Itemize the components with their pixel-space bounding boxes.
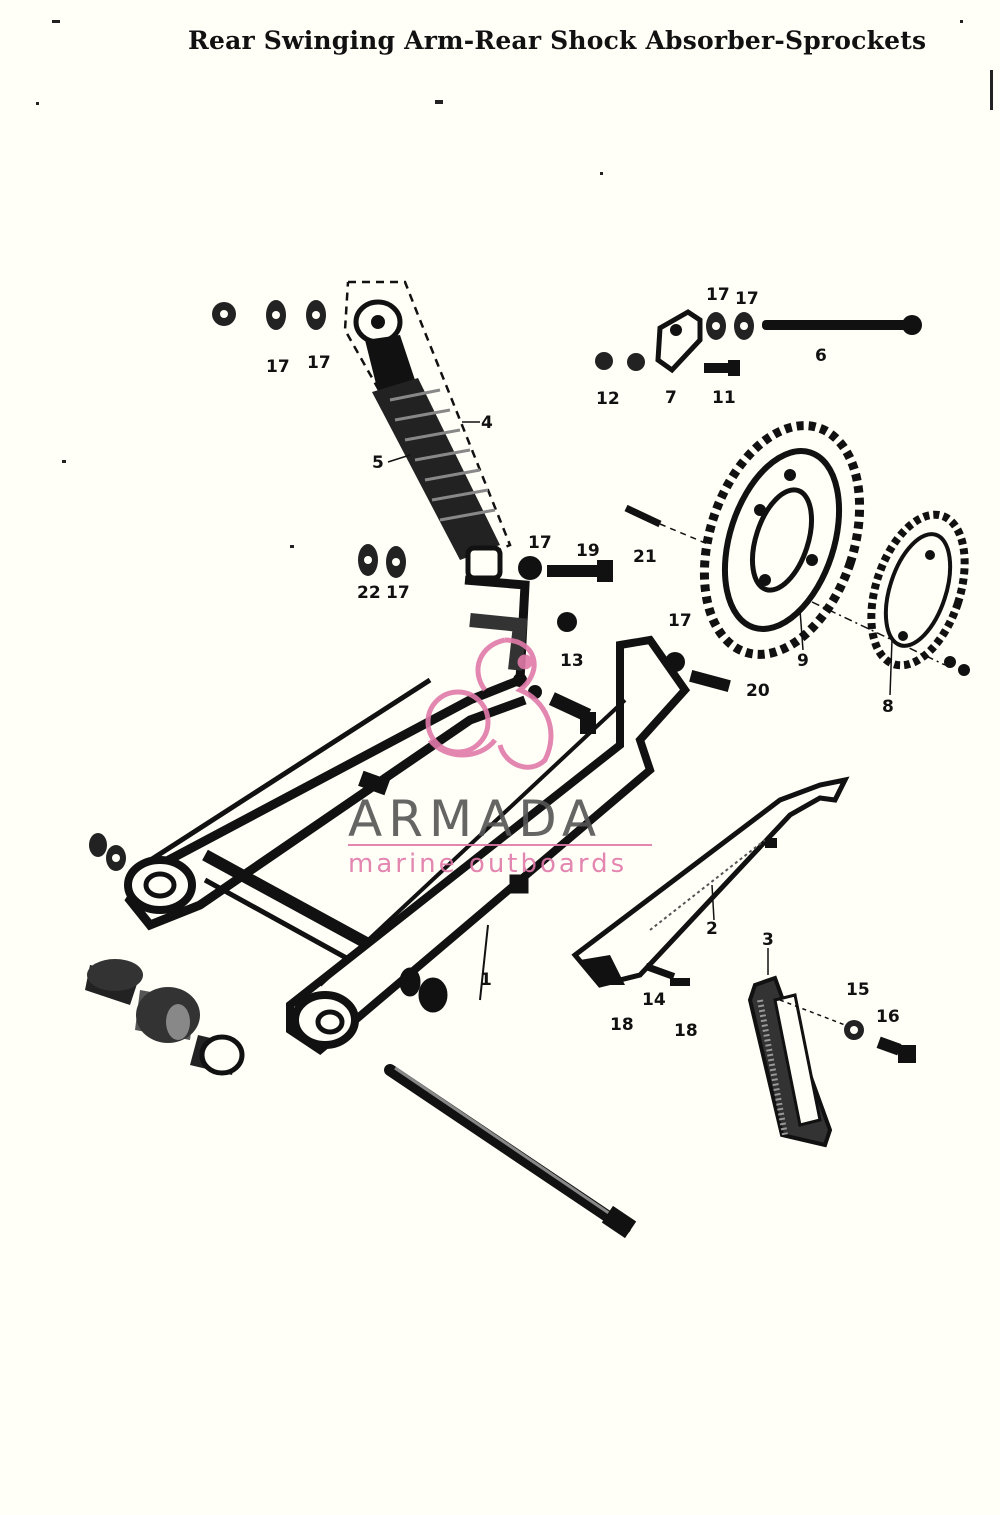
part-label: 18 (674, 1021, 698, 1041)
rear-shock-absorber (343, 280, 512, 581)
part-label: 19 (576, 541, 600, 561)
part-label: 16 (876, 1007, 900, 1027)
part-label: 17 (266, 357, 290, 377)
part-label: 4 (481, 413, 493, 433)
part-label: 22 (357, 583, 381, 603)
seahorse-logo-icon (425, 637, 554, 770)
rear-swinging-arm (124, 575, 691, 1056)
part-label: 17 (706, 285, 730, 305)
part-label: 7 (665, 388, 677, 408)
page-title: Rear Swinging Arm-Rear Shock Absorber-Sp… (188, 26, 927, 55)
pivot-bush-group (85, 959, 245, 1076)
part-label: 21 (633, 547, 657, 567)
watermark-subtitle: marine outboards (348, 849, 627, 879)
part-label: 9 (797, 651, 809, 671)
part-label: 15 (846, 980, 870, 1000)
part-label: 17 (528, 533, 552, 553)
part-label: 17 (735, 289, 759, 309)
part-number-labels: 17 17 17 17 12 7 11 6 4 5 17 19 21 22 17… (266, 285, 900, 1041)
part-label: 5 (372, 453, 384, 473)
scan-specks (36, 20, 993, 548)
part-label: 14 (642, 990, 666, 1010)
part-label: 17 (386, 583, 410, 603)
leader-lines (387, 421, 893, 975)
part-label: 17 (307, 353, 331, 373)
part-label: 1 (480, 970, 492, 990)
swinging-arm-spindle (384, 1064, 637, 1239)
part-label: 17 (668, 611, 692, 631)
part-label: 20 (746, 681, 770, 701)
small-rear-sprocket (811, 510, 970, 676)
large-rear-sprocket (699, 421, 865, 659)
shock-mounting-bracket (595, 309, 922, 546)
chain-guard (571, 776, 850, 988)
part-label: 18 (610, 1015, 634, 1035)
part-label: 2 (706, 919, 718, 939)
part-label: 8 (882, 697, 894, 717)
bolt-group-arm (358, 556, 731, 796)
washer-group-top-left (212, 300, 326, 330)
washer-group-left (89, 544, 406, 871)
part-label: 13 (560, 651, 584, 671)
part-label: 3 (762, 930, 774, 950)
part-label: 12 (596, 389, 620, 409)
armada-watermark: ARMADA marine outboards (348, 637, 652, 879)
watermark-name: ARMADA (348, 790, 602, 848)
part-label: 6 (815, 346, 827, 366)
chain-adjuster (747, 975, 916, 1148)
part-label: 11 (712, 388, 736, 408)
